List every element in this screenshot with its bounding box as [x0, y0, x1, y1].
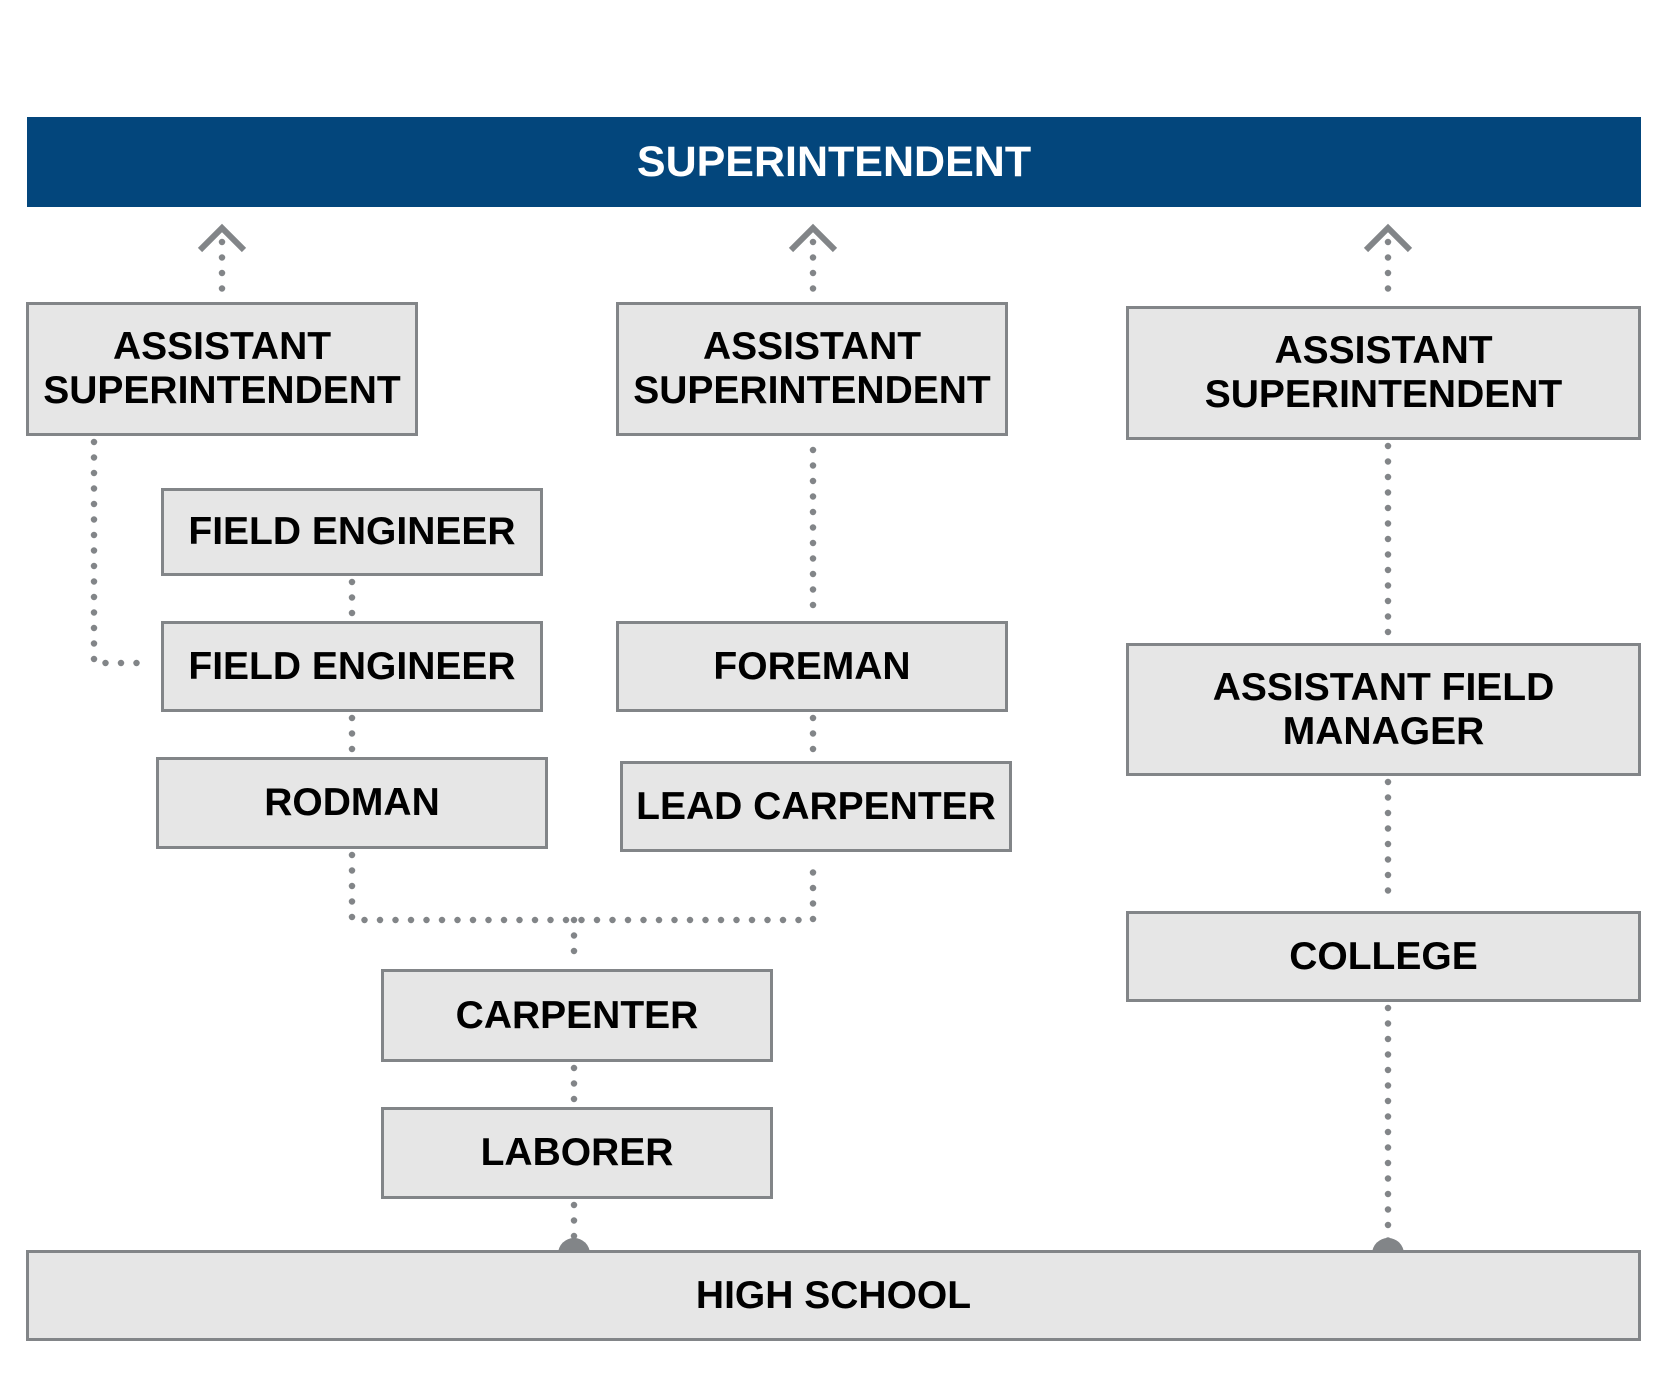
lead-carpenter-label: LEAD CARPENTER: [636, 784, 996, 828]
rodman-label: RODMAN: [264, 781, 440, 825]
arrow-up-icon: [788, 223, 838, 253]
connector-line: [90, 438, 154, 667]
assistant-superintendent-label: ASSISTANT SUPERINTENDENT: [43, 325, 401, 412]
superintendent-label: SUPERINTENDENT: [636, 137, 1032, 186]
rodman-box: RODMAN: [156, 757, 548, 849]
assistant-superintendent-label: ASSISTANT SUPERINTENDENT: [1204, 329, 1563, 416]
assistant-superintendent-box-middle: ASSISTANT SUPERINTENDENT: [616, 302, 1008, 436]
foreman-box: FOREMAN: [616, 621, 1008, 712]
connector-line: [348, 851, 817, 924]
lead-carpenter-box: LEAD CARPENTER: [620, 761, 1012, 852]
arrow-up-icon: [197, 223, 247, 253]
assistant-superintendent-label: ASSISTANT SUPERINTENDENT: [633, 325, 991, 412]
arrow-up-icon: [1363, 223, 1413, 253]
laborer-label: LABORER: [480, 1131, 674, 1175]
carpenter-label: CARPENTER: [455, 993, 699, 1037]
foreman-label: FOREMAN: [713, 644, 911, 688]
field-engineer-box-lower: FIELD ENGINEER: [161, 621, 543, 712]
superintendent-box: SUPERINTENDENT: [27, 117, 1641, 207]
high-school-label: HIGH SCHOOL: [695, 1273, 972, 1317]
high-school-box: HIGH SCHOOL: [26, 1250, 1641, 1341]
college-label: COLLEGE: [1289, 934, 1478, 978]
carpenter-box: CARPENTER: [381, 969, 773, 1062]
field-engineer-label: FIELD ENGINEER: [188, 644, 516, 688]
assistant-superintendent-box-right: ASSISTANT SUPERINTENDENT: [1126, 306, 1641, 440]
laborer-box: LABORER: [381, 1107, 773, 1199]
assistant-field-manager-label: ASSISTANT FIELD MANAGER: [1212, 665, 1555, 753]
field-engineer-label: FIELD ENGINEER: [188, 510, 516, 554]
assistant-superintendent-box-left: ASSISTANT SUPERINTENDENT: [26, 302, 418, 436]
assistant-field-manager-box: ASSISTANT FIELD MANAGER: [1126, 643, 1641, 776]
college-box: COLLEGE: [1126, 911, 1641, 1002]
field-engineer-box-upper: FIELD ENGINEER: [161, 488, 543, 576]
